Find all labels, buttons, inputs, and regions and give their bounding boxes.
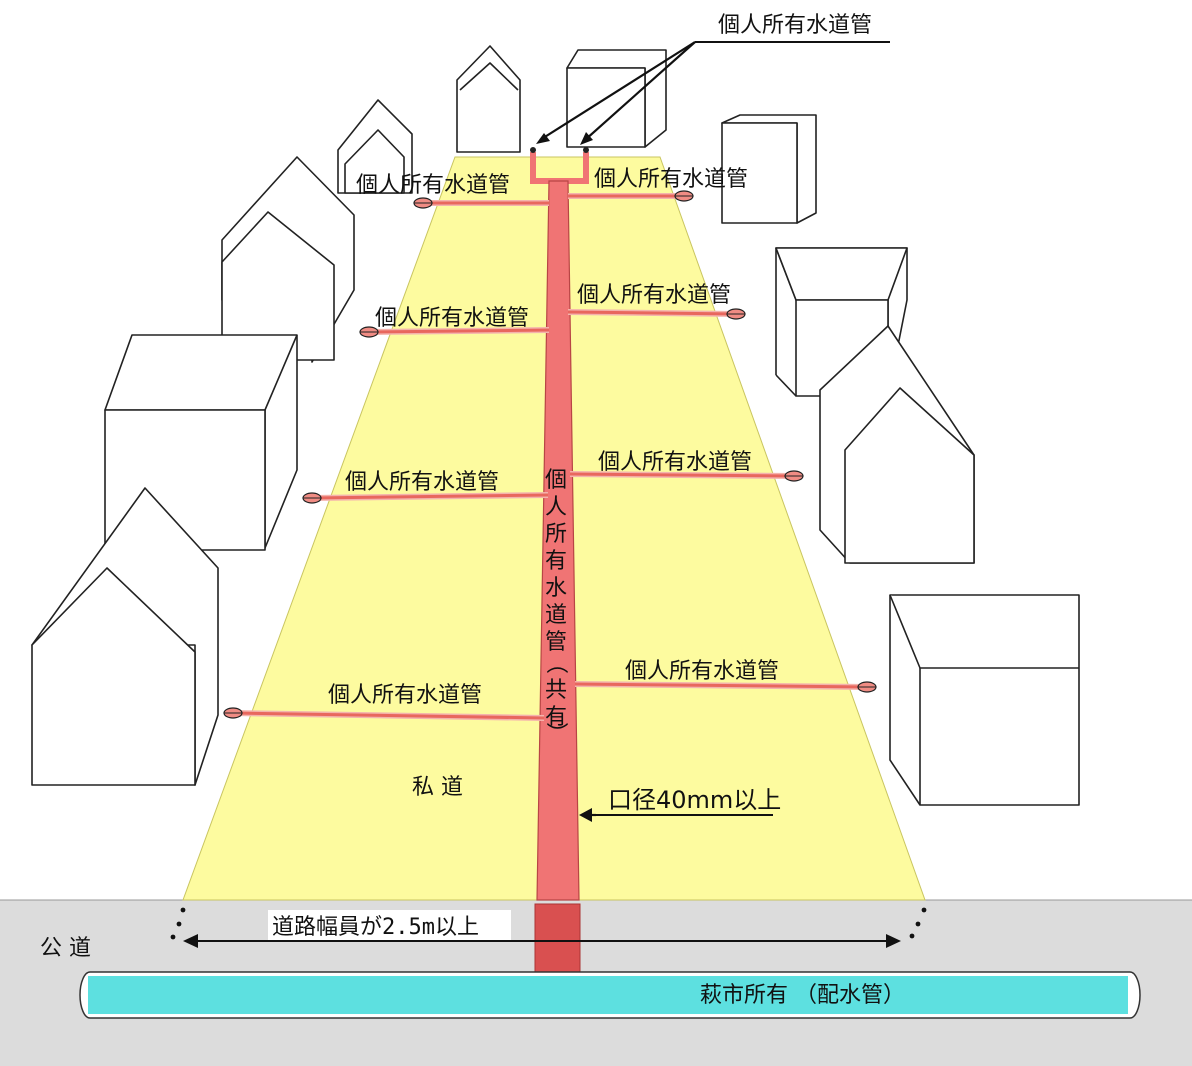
road-width-label: 道路幅員が2.5m以上 bbox=[272, 915, 479, 940]
private-road-label: 私 道 bbox=[412, 775, 463, 800]
house-right-4 bbox=[889, 594, 1080, 806]
house-top-right bbox=[566, 49, 667, 148]
branch-pipes bbox=[223, 190, 877, 721]
branch-label-right-2: 個人所有水道管 bbox=[577, 283, 731, 308]
branch-pipe-right-2 bbox=[567, 310, 737, 316]
main-pipe-char: 有 bbox=[545, 705, 567, 730]
top-callout: 個人所有水道管 bbox=[536, 13, 890, 145]
branch-pipe-right-4 bbox=[574, 682, 868, 689]
branch-label-left-2: 個人所有水道管 bbox=[375, 306, 529, 331]
house-right-1 bbox=[721, 114, 817, 224]
branch-label-right-1: 個人所有水道管 bbox=[594, 167, 748, 192]
house-left-1 bbox=[337, 99, 413, 194]
main-pipe-char: 水 bbox=[545, 576, 567, 601]
branch-label-right-4: 個人所有水道管 bbox=[625, 659, 779, 684]
branch-label-right-3: 個人所有水道管 bbox=[598, 450, 752, 475]
branch-pipe-right-3 bbox=[569, 472, 795, 478]
main-pipe-char: 所 bbox=[545, 522, 567, 547]
main-pipe-char: 共 bbox=[545, 678, 567, 703]
house-left-4 bbox=[31, 487, 219, 786]
main-pipe-char: 個 bbox=[545, 468, 567, 493]
main-pipe-char: 管 bbox=[545, 630, 567, 655]
main-shared-pipe bbox=[536, 180, 580, 901]
main-pipe-char: 人 bbox=[545, 495, 567, 520]
house-right-3 bbox=[819, 325, 975, 564]
main-pipe-under-public-road bbox=[534, 903, 581, 973]
main-pipe-char: 有 bbox=[545, 549, 567, 574]
public-road-label: 公 道 bbox=[40, 936, 91, 961]
branch-pipe-left-4 bbox=[232, 711, 545, 720]
road-width-indicator: 道路幅員が2.5m以上 bbox=[170, 907, 927, 948]
branch-pipe-left-3 bbox=[311, 493, 549, 500]
main-pipe-vertical-label: 個 人 所 有 水 道 管 （ 共 有 ） bbox=[543, 468, 568, 744]
main-pipe-char: ） bbox=[543, 722, 568, 744]
distribution-pipe-label: 萩市所有 （配水管） bbox=[700, 983, 905, 1008]
house-top-left bbox=[456, 45, 521, 153]
top-callout-label: 個人所有水道管 bbox=[718, 13, 872, 38]
house-left-2 bbox=[221, 156, 355, 363]
main-pipe-char: 道 bbox=[545, 603, 567, 628]
branch-label-left-3: 個人所有水道管 bbox=[345, 470, 499, 495]
main-pipe-char: （ bbox=[543, 652, 568, 674]
branch-label-left-1: 個人所有水道管 bbox=[356, 173, 510, 198]
diameter-callout: 口径40mm以上 bbox=[579, 786, 781, 822]
distribution-pipe bbox=[79, 971, 1141, 1019]
diameter-label: 口径40mm以上 bbox=[608, 786, 781, 814]
branch-label-left-4: 個人所有水道管 bbox=[328, 683, 482, 708]
branch-pipe-left-2 bbox=[368, 328, 550, 334]
